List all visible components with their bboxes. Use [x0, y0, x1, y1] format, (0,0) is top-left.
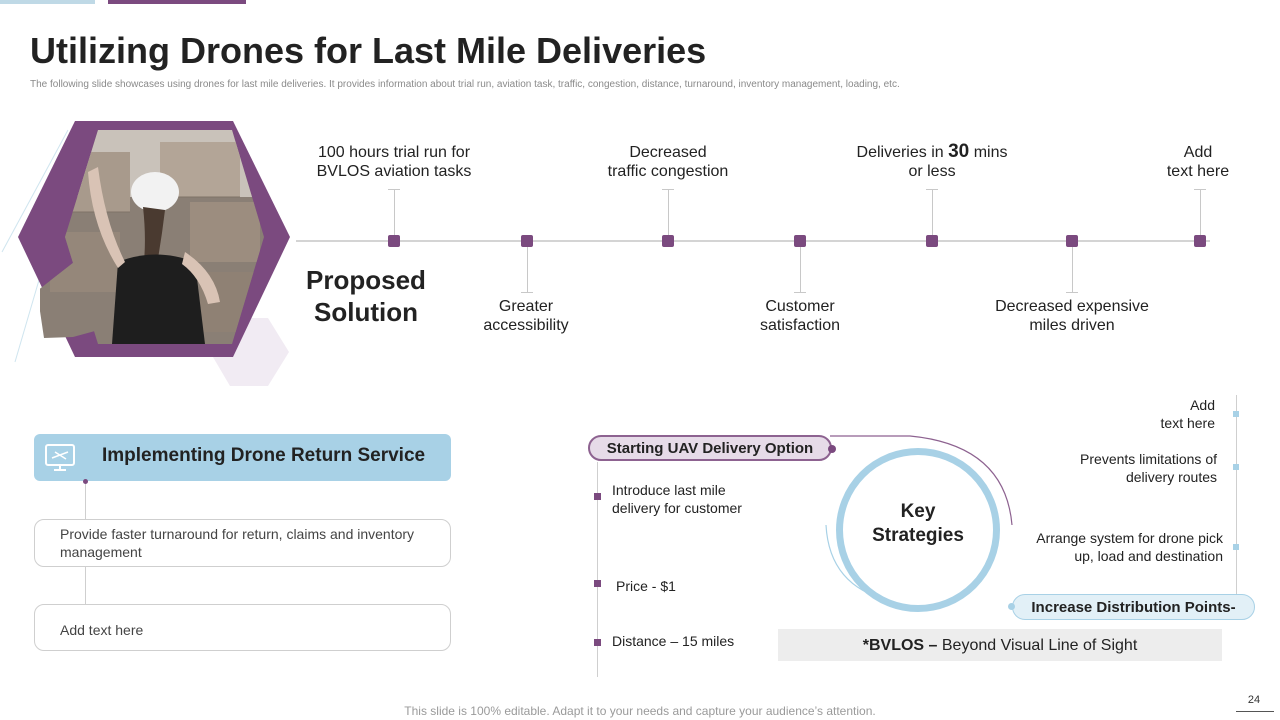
- increase-distribution-label: Increase Distribution Points-: [1031, 599, 1236, 616]
- timeline-label-add-text: Add text here: [1166, 144, 1230, 180]
- strategy-marker: [594, 493, 601, 500]
- strategy-item-add-text: Add text here: [1160, 397, 1215, 431]
- return-service-box-1: [34, 519, 451, 567]
- key-strategies-circle: [836, 448, 1000, 612]
- strategy-item-distance: Distance – 15 miles: [612, 633, 735, 649]
- timeline-tick-cap: [794, 292, 806, 293]
- timeline-tick: [1072, 247, 1073, 293]
- end-pill-dot: [1008, 603, 1015, 610]
- timeline-dot: [388, 235, 400, 247]
- strategy-item-last-mile: Introduce last mile delivery for custome…: [612, 482, 742, 516]
- timeline-tick-cap: [1066, 292, 1078, 293]
- timeline-tick: [668, 189, 669, 235]
- timeline-line: [296, 240, 1210, 242]
- strategy-marker: [1233, 464, 1239, 470]
- strategies-left-line: [597, 462, 598, 677]
- strategies-right-line: [1236, 395, 1237, 595]
- proposed-solution-heading: Proposed Solution: [306, 265, 426, 327]
- hexagon-photo-graphic: [1, 121, 290, 386]
- start-uav-pill: [588, 435, 832, 461]
- timeline-dot: [1194, 235, 1206, 247]
- bvlos-footnote: *BVLOS – Beyond Visual Line of Sight: [862, 637, 1138, 654]
- strategy-marker: [1233, 544, 1239, 550]
- top-accent-bar-purple: [108, 0, 246, 4]
- timeline-label-trial-run: 100 hours trial run for BVLOS aviation t…: [316, 144, 472, 180]
- timeline-tick-cap: [521, 292, 533, 293]
- increase-distribution-pill: [1012, 594, 1255, 620]
- timeline-tick: [527, 247, 528, 293]
- start-pill-dot: [828, 445, 836, 453]
- return-service-box-2: [34, 604, 451, 651]
- connector-line: [85, 566, 86, 604]
- page-number-underline: [1236, 711, 1274, 712]
- timeline-label-miles: Decreased expensive miles driven: [995, 298, 1149, 334]
- timeline-label-satisfaction: Customer satisfaction: [759, 298, 841, 334]
- monitor-drone-icon: [45, 444, 75, 471]
- footer-text: This slide is 100% editable. Adapt it to…: [404, 704, 876, 718]
- return-service-title: Implementing Drone Return Service: [102, 445, 426, 466]
- timeline-tick: [1200, 189, 1201, 235]
- strategy-item-price: Price - $1: [616, 578, 676, 594]
- strategy-item-prevents: Prevents limitations of delivery routes: [1080, 451, 1217, 485]
- page-number: 24: [1247, 694, 1261, 706]
- connector-line: [85, 481, 86, 519]
- timeline-tick: [932, 189, 933, 235]
- timeline-dot: [662, 235, 674, 247]
- timeline-tick: [800, 247, 801, 293]
- timeline-tick: [394, 189, 395, 235]
- timeline-label-traffic: Decreased traffic congestion: [607, 144, 729, 180]
- timeline-label-deliveries: Deliveries in 30 mins or less: [856, 141, 1008, 180]
- timeline-label-accessibility: Greater accessibility: [483, 298, 569, 334]
- bvlos-footnote-box: [778, 629, 1222, 661]
- page-title: Utilizing Drones for Last Mile Deliverie…: [30, 30, 707, 71]
- return-service-header: [34, 434, 451, 481]
- start-uav-label: Starting UAV Delivery Option: [606, 440, 814, 457]
- timeline-dot: [1066, 235, 1078, 247]
- return-service-text-1: Provide faster turnaround for return, cl…: [60, 526, 415, 560]
- key-strategies-title: Key Strategies: [872, 501, 964, 546]
- return-service-text-2: Add text here: [60, 622, 144, 638]
- strategy-marker: [1233, 411, 1239, 417]
- timeline-dot: [926, 235, 938, 247]
- strategy-marker: [594, 580, 601, 587]
- strategy-item-arrange: Arrange system for drone pick up, load a…: [1036, 530, 1223, 564]
- strategy-marker: [594, 639, 601, 646]
- connector-dot: [83, 479, 88, 484]
- timeline-dot: [521, 235, 533, 247]
- page-subtitle: The following slide showcases using dron…: [30, 79, 900, 90]
- timeline-dot: [794, 235, 806, 247]
- top-accent-bar-blue: [0, 0, 95, 4]
